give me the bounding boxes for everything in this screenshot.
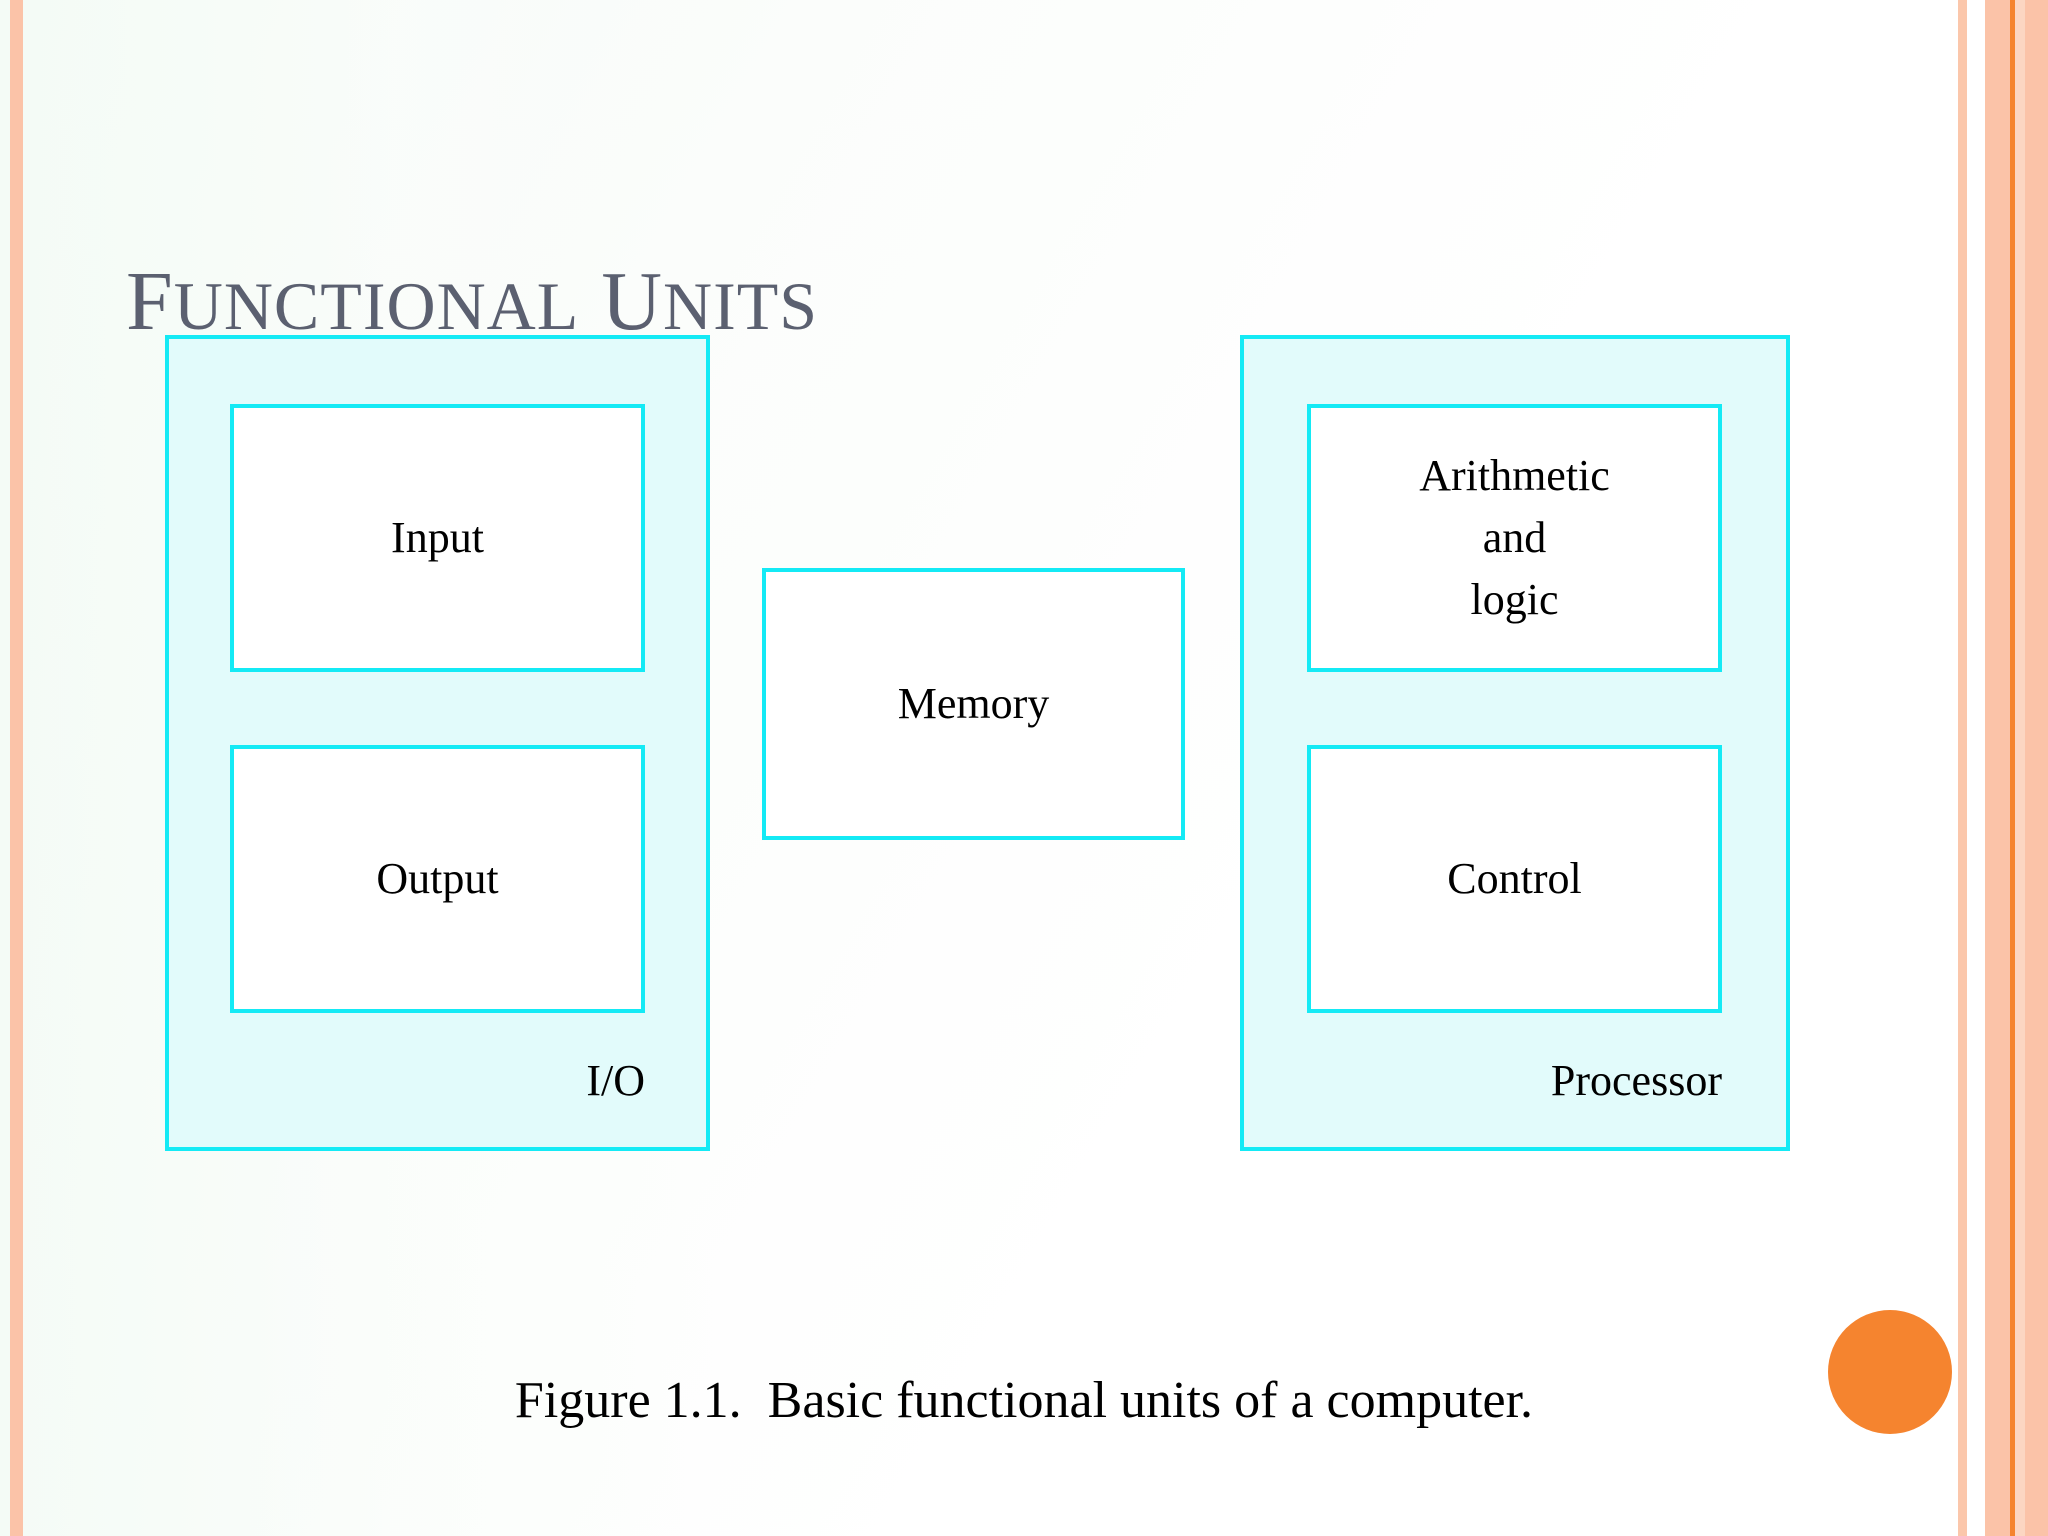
arithmetic-and-logic-unit-label: Arithmetic and logic bbox=[1419, 451, 1610, 624]
arithmetic-and-logic-unit-box: Arithmetic and logic bbox=[1307, 404, 1722, 672]
title-word-units: NITS bbox=[663, 268, 819, 345]
left-peach-bar bbox=[10, 0, 23, 1536]
title-letter-f: F bbox=[126, 255, 174, 349]
figure-caption: Figure 1.1. Basic functional units of a … bbox=[514, 1372, 1534, 1429]
input-unit-label: Input bbox=[391, 513, 484, 562]
memory-unit-label: Memory bbox=[897, 679, 1050, 728]
title-letter-u: U bbox=[601, 255, 664, 349]
right-thin-peach-stripe bbox=[1958, 0, 1967, 1536]
control-unit-box: Control bbox=[1307, 745, 1722, 1013]
memory-unit-box: Memory bbox=[762, 568, 1185, 840]
right-wide-peach-stripe-b bbox=[2025, 0, 2048, 1536]
processor-group-label: Processor bbox=[1550, 1056, 1722, 1105]
orange-circle-decoration bbox=[1828, 1310, 1952, 1434]
title-word-functional: UNCTIONAL bbox=[173, 268, 580, 345]
control-unit-label: Control bbox=[1447, 854, 1582, 903]
output-unit-box: Output bbox=[230, 745, 645, 1013]
io-group-label: I/O bbox=[586, 1056, 645, 1105]
right-white-gap-stripe bbox=[1967, 0, 1985, 1536]
page-title: FUNCTIONAL UNITS bbox=[126, 254, 818, 354]
input-unit-box: Input bbox=[230, 404, 645, 672]
output-unit-label: Output bbox=[376, 854, 499, 903]
right-light-peach-stripe bbox=[2015, 0, 2025, 1536]
right-wide-peach-stripe-a bbox=[1985, 0, 2010, 1536]
right-orange-accent-line bbox=[2010, 0, 2015, 1536]
